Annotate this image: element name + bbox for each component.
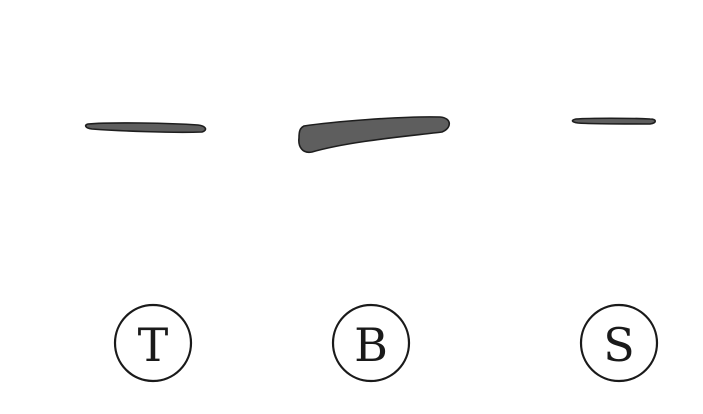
lane-label-b: B	[331, 303, 411, 383]
band-lane-b	[298, 116, 451, 154]
lane-letter-s: S	[603, 318, 635, 372]
lane-label-s: S	[579, 303, 659, 383]
band-lane-s	[571, 117, 657, 125]
band-lane-t	[84, 122, 207, 134]
lane-circle-t	[113, 303, 193, 383]
lane-letter-b: B	[354, 318, 388, 372]
lane-label-t: T	[113, 303, 193, 383]
lane-circle-b	[331, 303, 411, 383]
lane-circle-s	[579, 303, 659, 383]
lane-letter-t: T	[138, 318, 169, 372]
